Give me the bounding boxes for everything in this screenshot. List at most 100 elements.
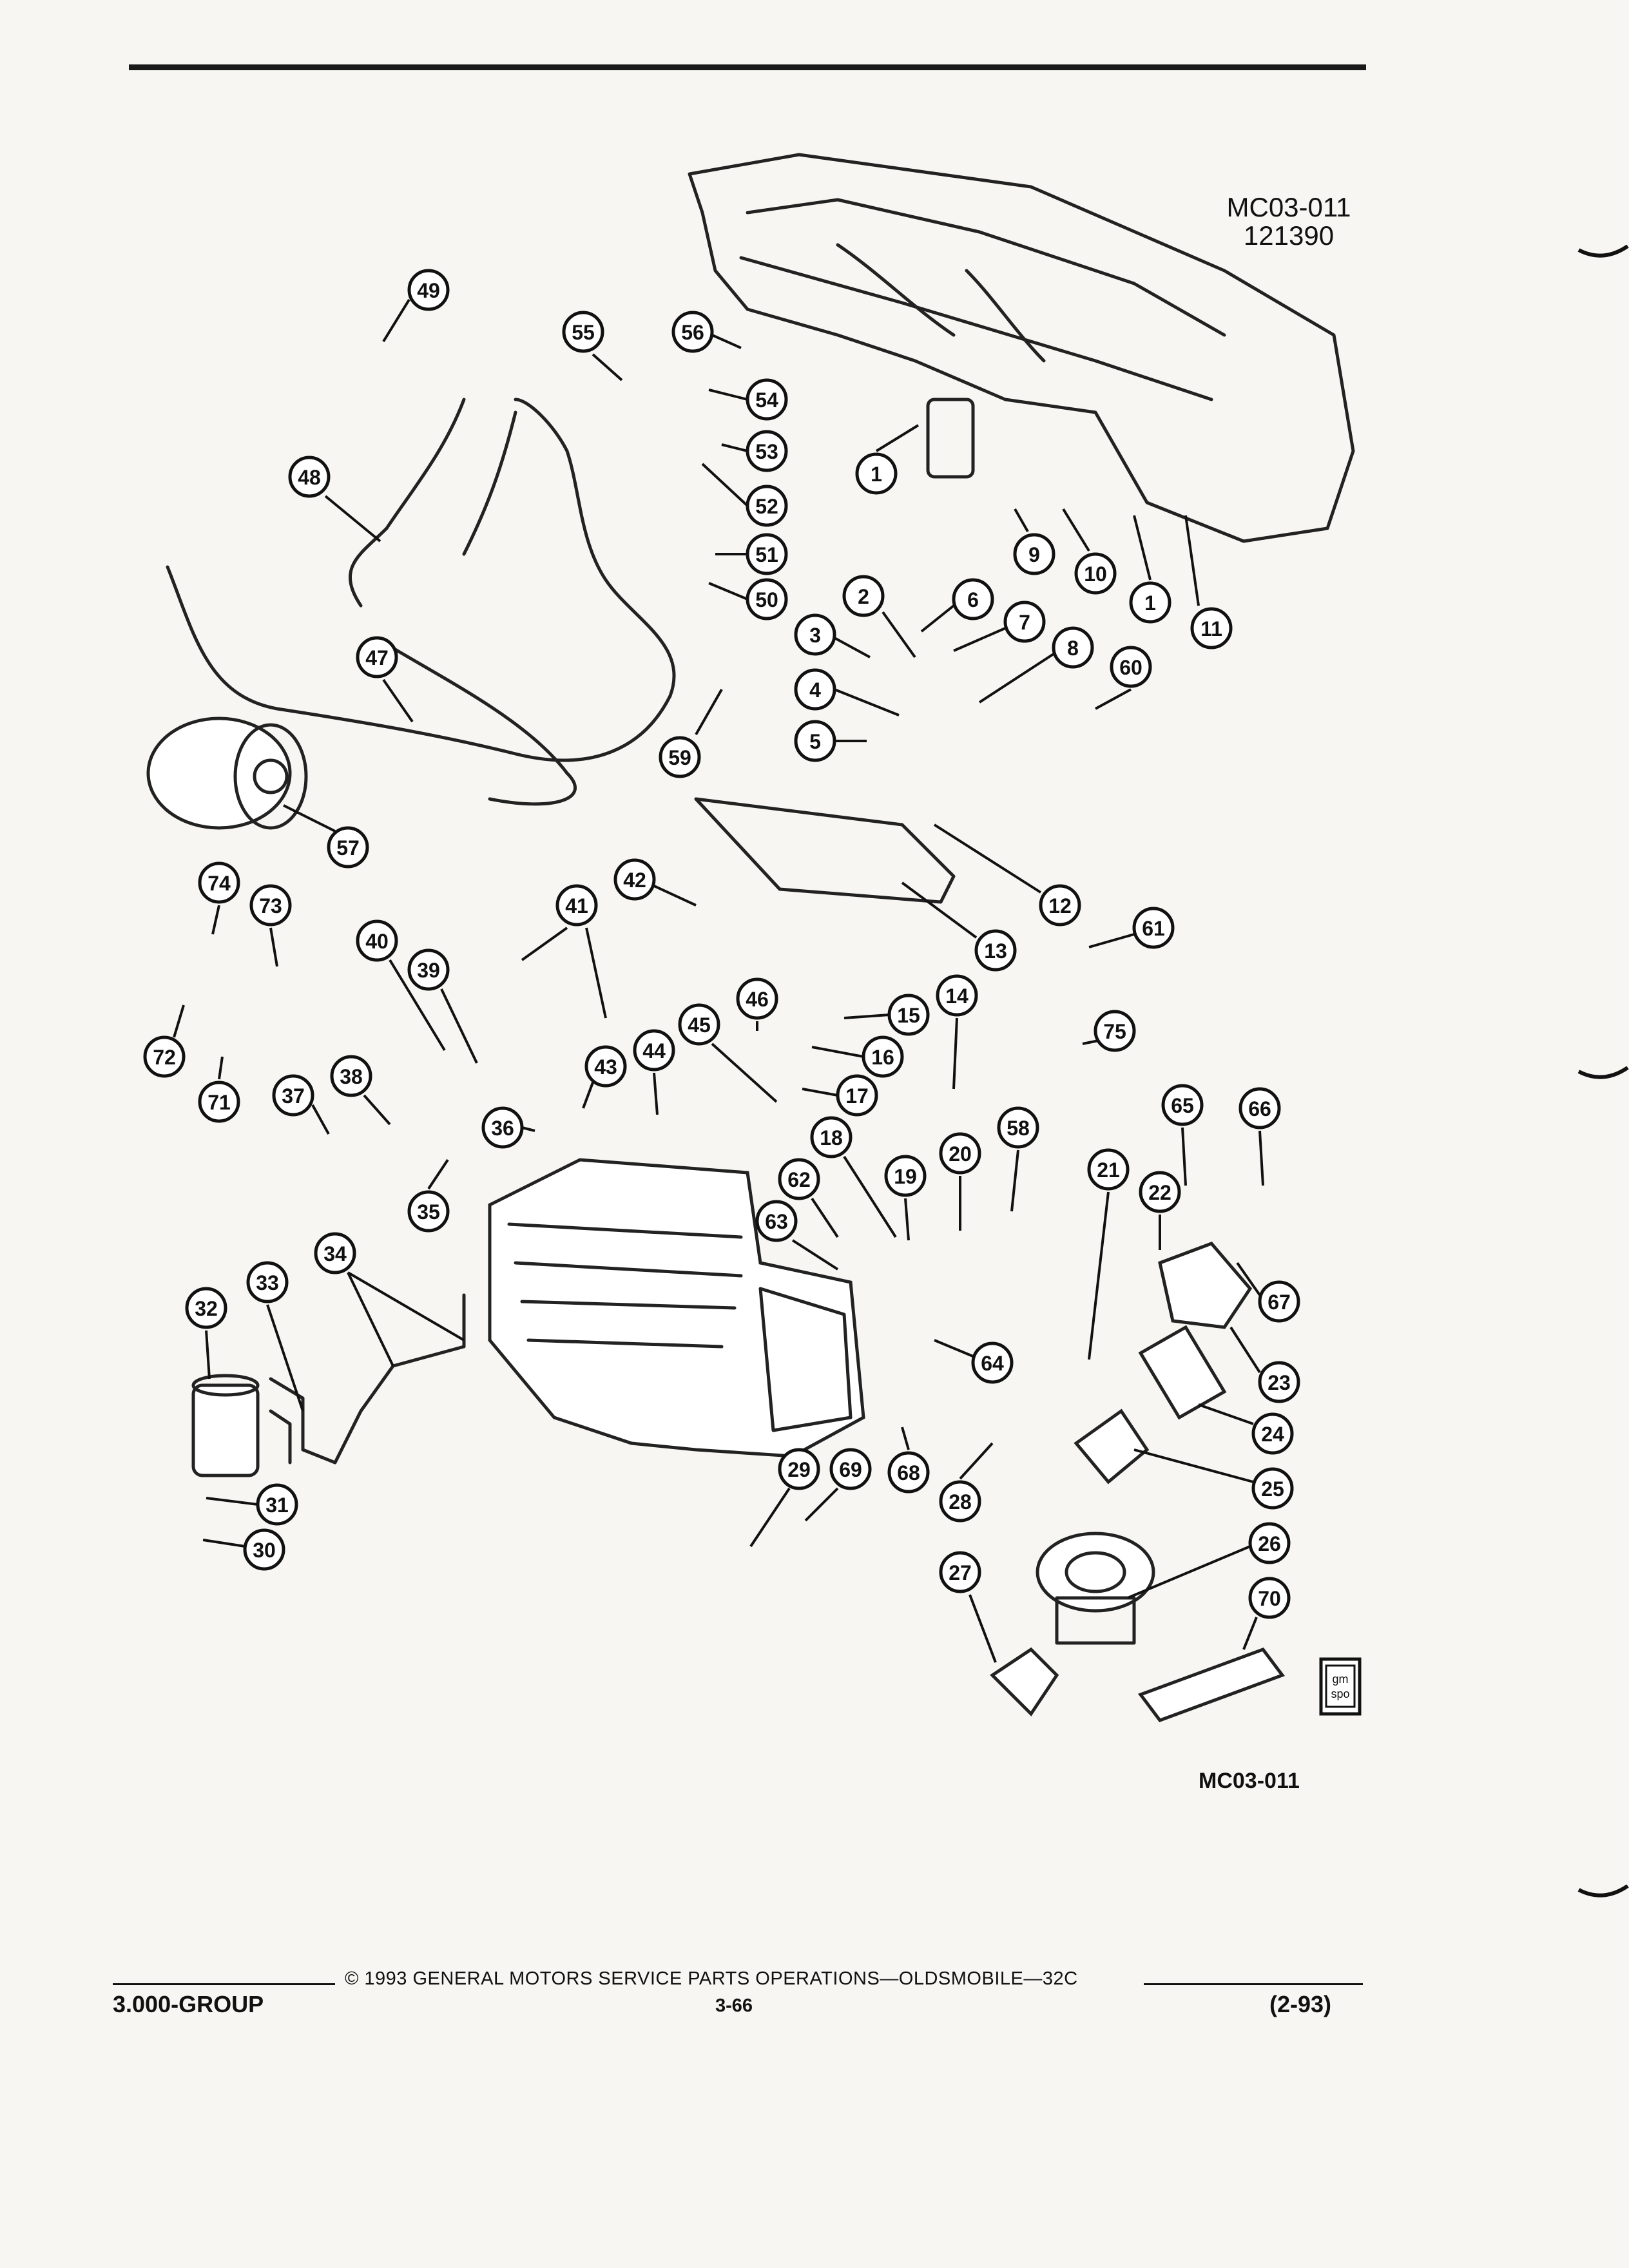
svg-text:20: 20 (949, 1142, 972, 1166)
callout-33: 33 (246, 1261, 289, 1303)
callout-4: 4 (794, 668, 836, 711)
leader-line (202, 1539, 246, 1548)
callout-74: 74 (198, 861, 240, 904)
svg-text:26: 26 (1258, 1532, 1281, 1555)
svg-text:gm: gm (1332, 1673, 1348, 1686)
callout-56: 56 (671, 311, 714, 353)
callout-7: 7 (1003, 601, 1046, 643)
leader-line (1095, 688, 1132, 710)
svg-text:53: 53 (755, 440, 778, 463)
callout-11: 11 (1190, 607, 1233, 649)
footer-rule (1144, 1983, 1363, 1985)
leader-line (269, 927, 278, 967)
leader-line (653, 1072, 659, 1115)
leader-line (904, 1198, 910, 1241)
svg-text:5: 5 (809, 730, 821, 753)
callout-73: 73 (249, 884, 292, 927)
leader-line (749, 1487, 791, 1548)
callout-64: 64 (971, 1341, 1014, 1384)
svg-text:28: 28 (949, 1490, 972, 1514)
leader-line (521, 927, 568, 961)
svg-text:3: 3 (809, 624, 821, 647)
svg-text:44: 44 (642, 1039, 666, 1062)
svg-text:55: 55 (572, 321, 595, 344)
callouts: 1123456789101112131415161718192021222324… (143, 269, 1300, 1619)
svg-text:38: 38 (340, 1065, 363, 1088)
brace (694, 797, 956, 904)
callout-28: 28 (939, 1480, 981, 1523)
leader-line (1133, 515, 1152, 581)
callout-72: 72 (143, 1035, 186, 1078)
svg-text:36: 36 (491, 1117, 514, 1140)
svg-text:62: 62 (787, 1168, 811, 1191)
leader-line (711, 1043, 778, 1103)
binder-mark (1577, 245, 1629, 258)
svg-text:17: 17 (845, 1084, 869, 1108)
page-footer: © 1993 GENERAL MOTORS SERVICE PARTS OPER… (113, 1968, 1363, 2020)
leader-line (1062, 508, 1090, 552)
vacuum-tube (269, 1409, 292, 1465)
leader-line (324, 495, 381, 543)
svg-text:43: 43 (594, 1055, 617, 1079)
callout-52: 52 (746, 485, 788, 527)
footer-revision: (2-93) (1269, 1991, 1332, 2017)
leader-line (1088, 933, 1135, 948)
leader-line (952, 1017, 958, 1090)
leader-line (882, 611, 916, 658)
callout-66: 66 (1239, 1087, 1281, 1129)
callout-69: 69 (829, 1448, 872, 1490)
callout-42: 42 (613, 858, 656, 901)
leader-line (266, 1304, 304, 1412)
callout-1: 1 (855, 452, 898, 495)
svg-text:68: 68 (897, 1461, 920, 1485)
callout-41: 41 (555, 884, 598, 927)
callout-22: 22 (1139, 1171, 1181, 1213)
callout-51: 51 (746, 533, 788, 575)
callout-38: 38 (330, 1055, 372, 1097)
svg-text:35: 35 (417, 1200, 440, 1224)
svg-text:51: 51 (755, 543, 778, 566)
leader-line (1014, 508, 1029, 532)
svg-text:74: 74 (207, 872, 231, 895)
svg-text:22: 22 (1148, 1181, 1171, 1204)
svg-text:73: 73 (259, 894, 282, 918)
svg-text:27: 27 (949, 1561, 972, 1584)
bottom-diagram-code: MC03-011 (1199, 1769, 1300, 1793)
engine-assembly (488, 1158, 865, 1458)
svg-text:64: 64 (981, 1352, 1004, 1375)
leader-line (834, 688, 900, 716)
callout-18: 18 (810, 1116, 853, 1158)
svg-text:12: 12 (1048, 894, 1072, 918)
callout-19: 19 (884, 1155, 927, 1197)
callout-70: 70 (1248, 1577, 1291, 1619)
leader-line (389, 959, 446, 1052)
leader-line (811, 1197, 839, 1238)
leader-line (1133, 1448, 1254, 1483)
svg-text:54: 54 (755, 389, 778, 412)
leader-line (708, 582, 748, 601)
callout-48: 48 (288, 456, 331, 498)
leader-line (521, 1126, 535, 1132)
callout-6: 6 (952, 578, 994, 620)
svg-text:57: 57 (336, 836, 360, 860)
callout-39: 39 (407, 948, 450, 991)
diagram-code-block: MC03-011 121390 (1192, 193, 1385, 250)
callout-31: 31 (256, 1483, 298, 1526)
leader-line (427, 1158, 449, 1190)
svg-text:59: 59 (668, 746, 691, 769)
air-inlet (990, 1647, 1059, 1716)
callout-53: 53 (746, 430, 788, 472)
binder-mark (1577, 1885, 1629, 1898)
callout-57: 57 (327, 826, 369, 869)
callout-9: 9 (1013, 533, 1055, 575)
intake-duct (1074, 1242, 1253, 1485)
svg-text:33: 33 (256, 1271, 279, 1294)
callout-25: 25 (1251, 1467, 1294, 1510)
callout-17: 17 (836, 1074, 878, 1117)
svg-text:1: 1 (871, 463, 882, 486)
leader-line (953, 627, 1006, 652)
svg-text:67: 67 (1268, 1291, 1291, 1314)
parts-exploded-diagram: gm spo 112345678910111213141516171819202… (143, 153, 1362, 1722)
leader-line (834, 637, 871, 658)
leader-line (901, 1427, 910, 1450)
